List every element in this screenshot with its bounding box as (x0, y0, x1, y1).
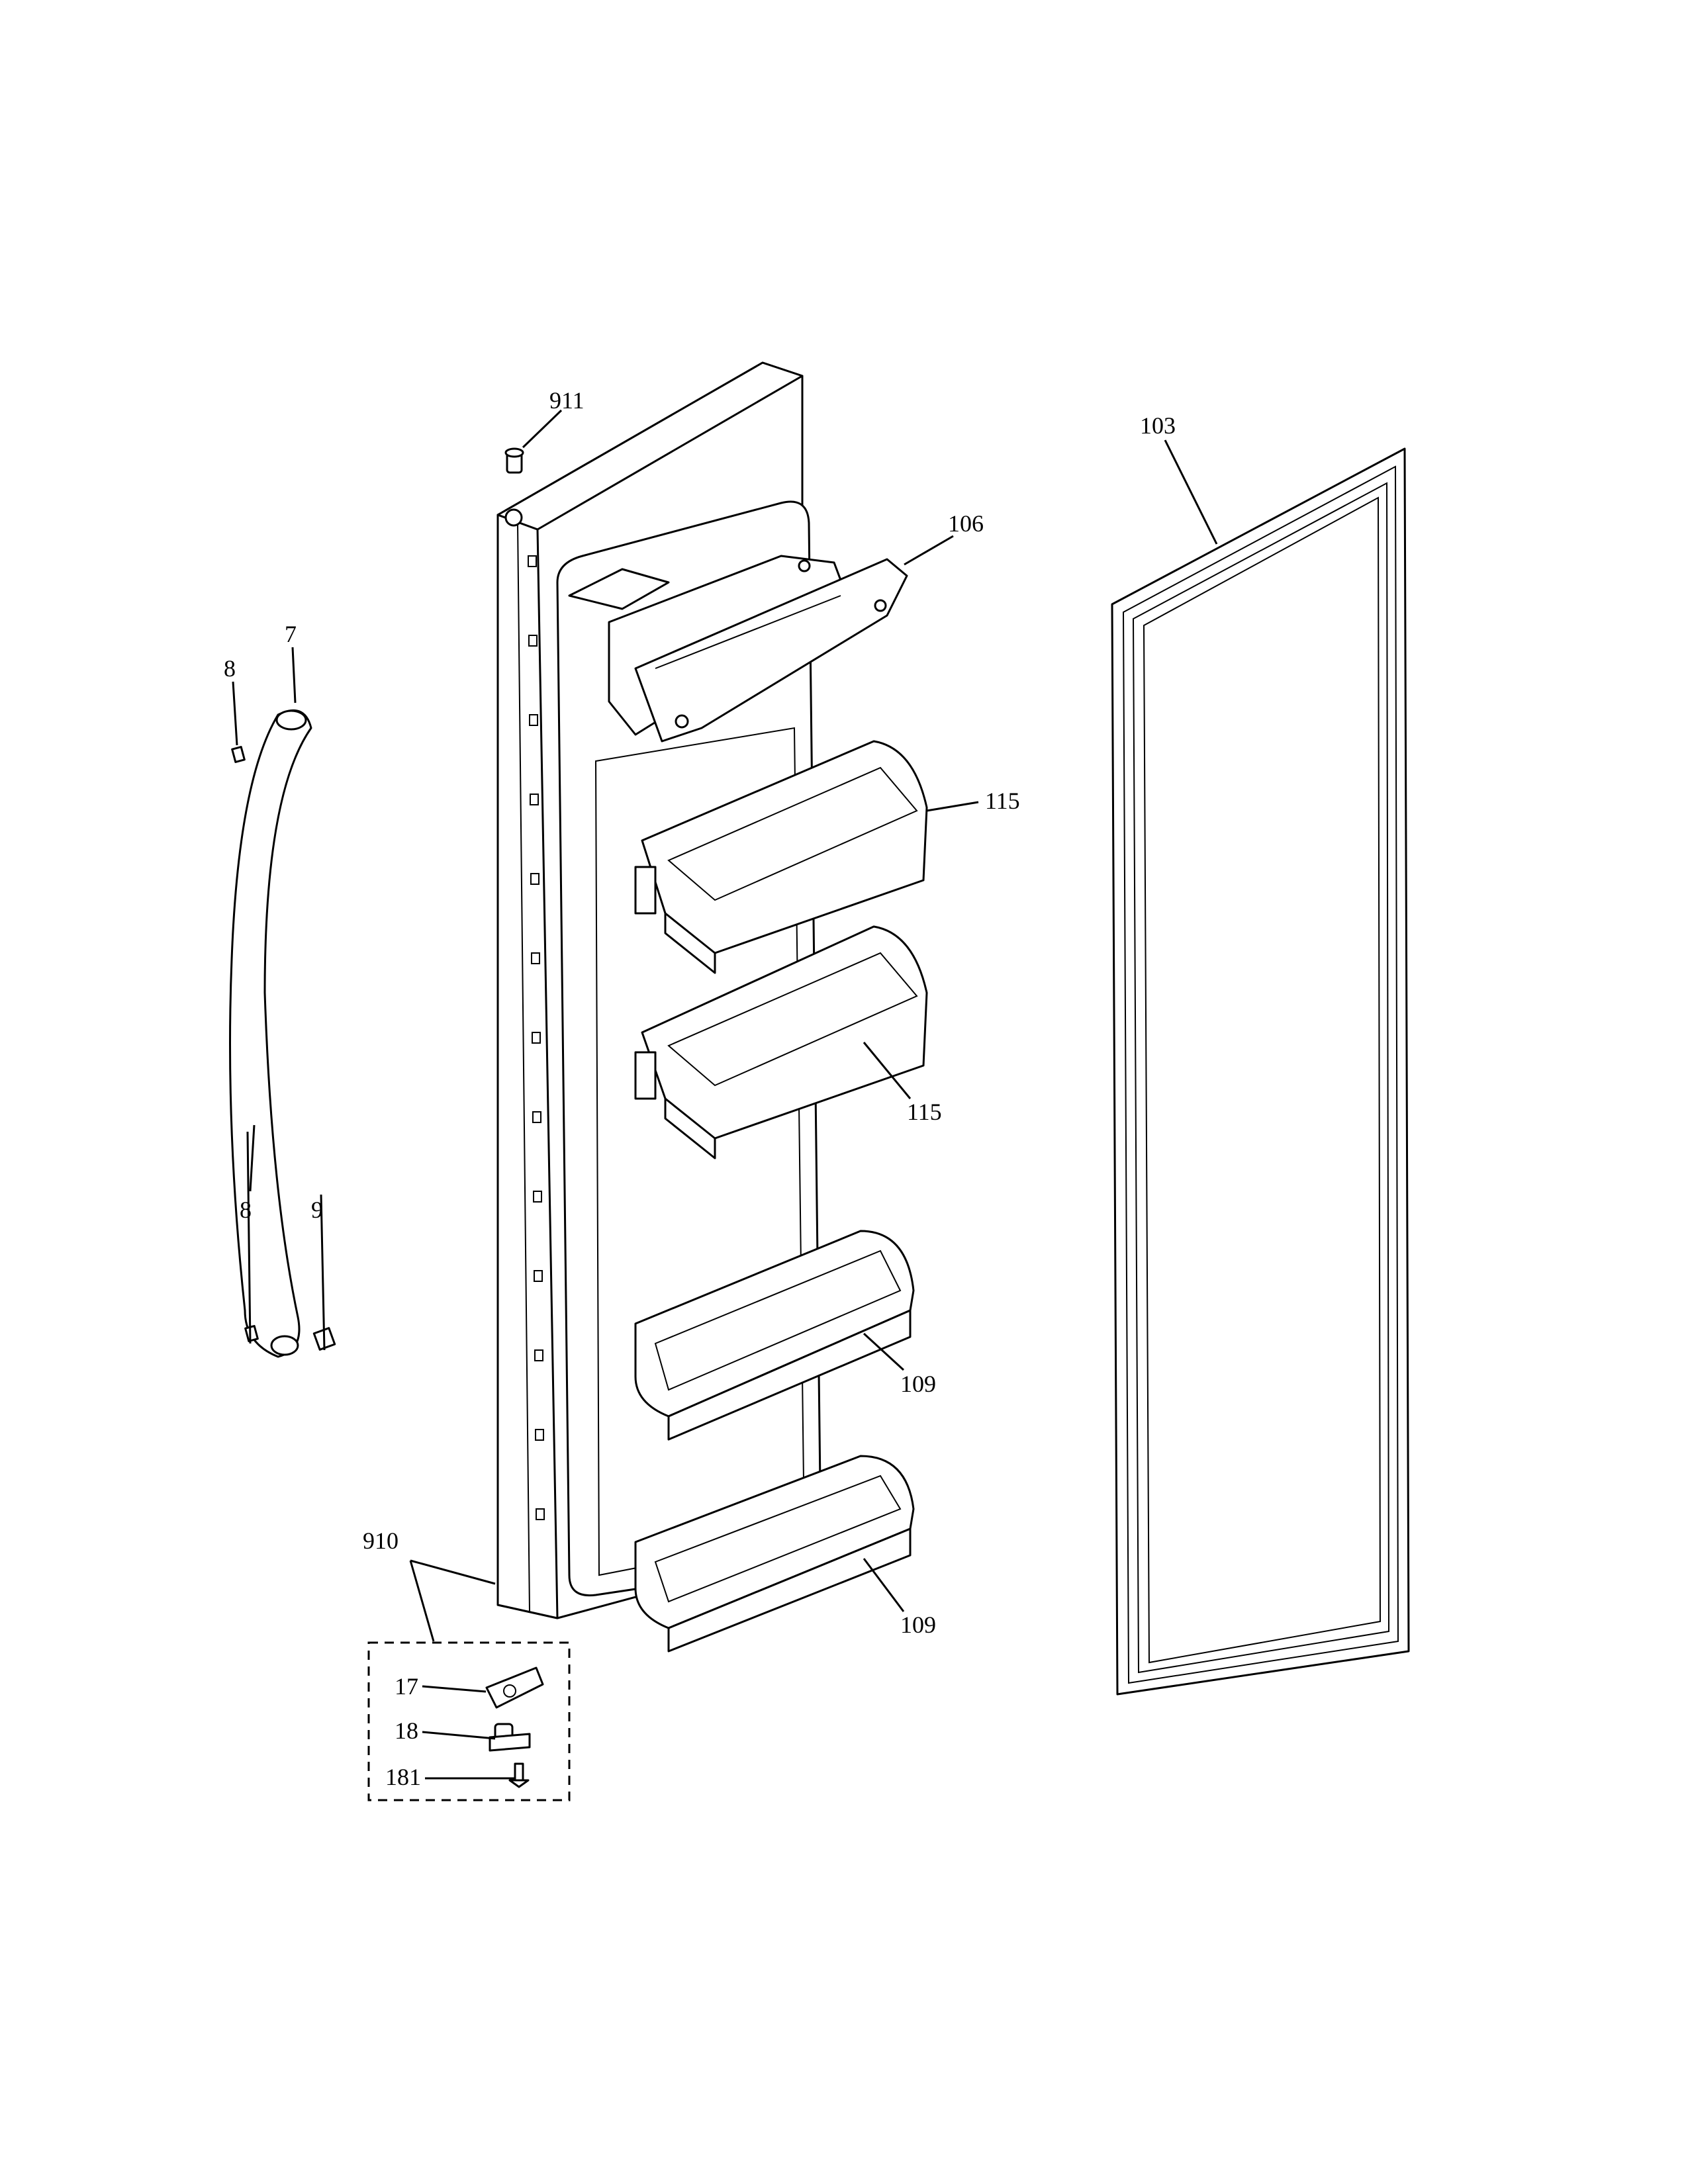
dairy-compartment-106 (568, 555, 908, 743)
callout-181: 181 (385, 1764, 421, 1790)
callout-8-bottom: 8 (240, 1197, 252, 1223)
callout-labels: 911 103 106 7 8 115 115 8 9 109 910 109 … (224, 387, 1176, 1790)
door-bin-115-lower (634, 925, 928, 1160)
hinge-pin-18 (489, 1723, 531, 1752)
callout-910: 910 (363, 1527, 399, 1554)
callout-7: 7 (285, 621, 297, 647)
callout-115-top: 115 (985, 788, 1020, 814)
callout-8-top: 8 (224, 655, 236, 682)
door-rail-clips (528, 555, 545, 1520)
door-gasket-103 (1111, 447, 1410, 1696)
callout-911: 911 (549, 387, 585, 414)
screw-181 (508, 1762, 530, 1788)
leader-lines (232, 409, 1218, 1780)
hinge-bracket-17 (485, 1666, 544, 1709)
hinge-plug-911 (504, 447, 524, 474)
callout-103: 103 (1140, 412, 1176, 439)
door-shelf-109-lower (634, 1455, 915, 1653)
door-bin-115-upper (634, 740, 928, 974)
door-handle-7 (229, 709, 312, 1358)
callout-17: 17 (395, 1673, 418, 1700)
screw-8-top (231, 746, 246, 763)
callout-115-bottom: 115 (907, 1099, 942, 1125)
callout-109-top: 109 (900, 1371, 936, 1397)
screw-8-bottom (244, 1325, 259, 1342)
door-shelf-109-upper (634, 1230, 915, 1441)
callout-109-bottom: 109 (900, 1612, 936, 1638)
hinge-kit-910 (367, 1641, 571, 1801)
callout-9: 9 (311, 1197, 323, 1223)
callout-18: 18 (395, 1717, 418, 1744)
callout-106: 106 (948, 510, 984, 537)
